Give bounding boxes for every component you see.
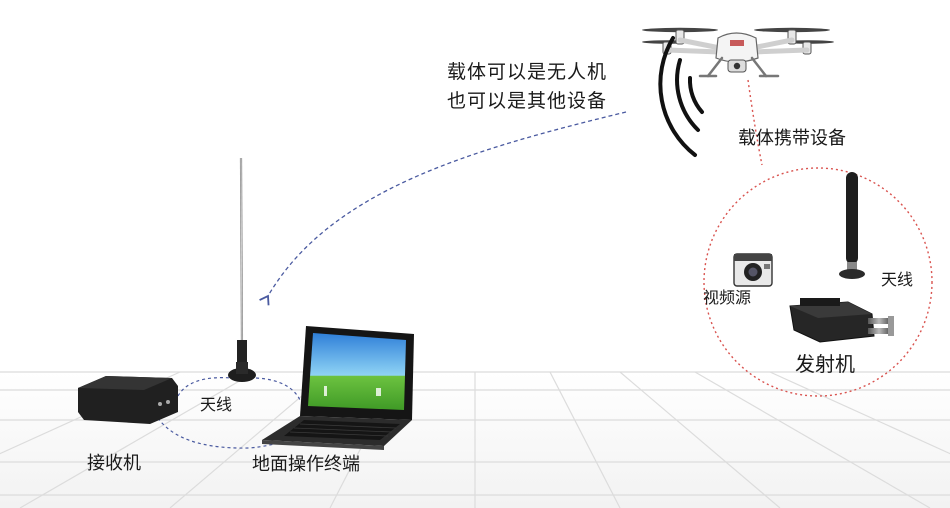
camera-icon <box>733 253 773 287</box>
onboard-equipment-label: 载体携带设备 <box>738 128 846 149</box>
receiver-icon <box>78 376 178 424</box>
ground-station-label: 地面操作终端 <box>252 454 360 475</box>
downlink-path <box>259 111 627 306</box>
carrier-caption-line2: 也可以是其他设备 <box>447 90 608 112</box>
transmitter-icon <box>789 298 894 343</box>
laptop-icon <box>262 326 414 450</box>
onboard-equipment-circle <box>703 167 933 397</box>
receiver-label: 接收机 <box>87 453 141 474</box>
video-source-label: 视频源 <box>703 288 752 307</box>
transmitter-label: 发射机 <box>795 352 855 376</box>
drone-icon <box>642 27 834 78</box>
signal-waves-icon <box>658 36 704 157</box>
carrier-caption: 载体可以是无人机 也可以是其他设备 <box>447 58 607 116</box>
carrier-caption-line1: 载体可以是无人机 <box>447 61 608 83</box>
rx-antenna-label: 天线 <box>200 395 233 414</box>
tx-antenna-label: 天线 <box>881 270 914 289</box>
rx-antenna-icon <box>228 157 256 382</box>
tx-antenna-icon <box>839 172 865 279</box>
